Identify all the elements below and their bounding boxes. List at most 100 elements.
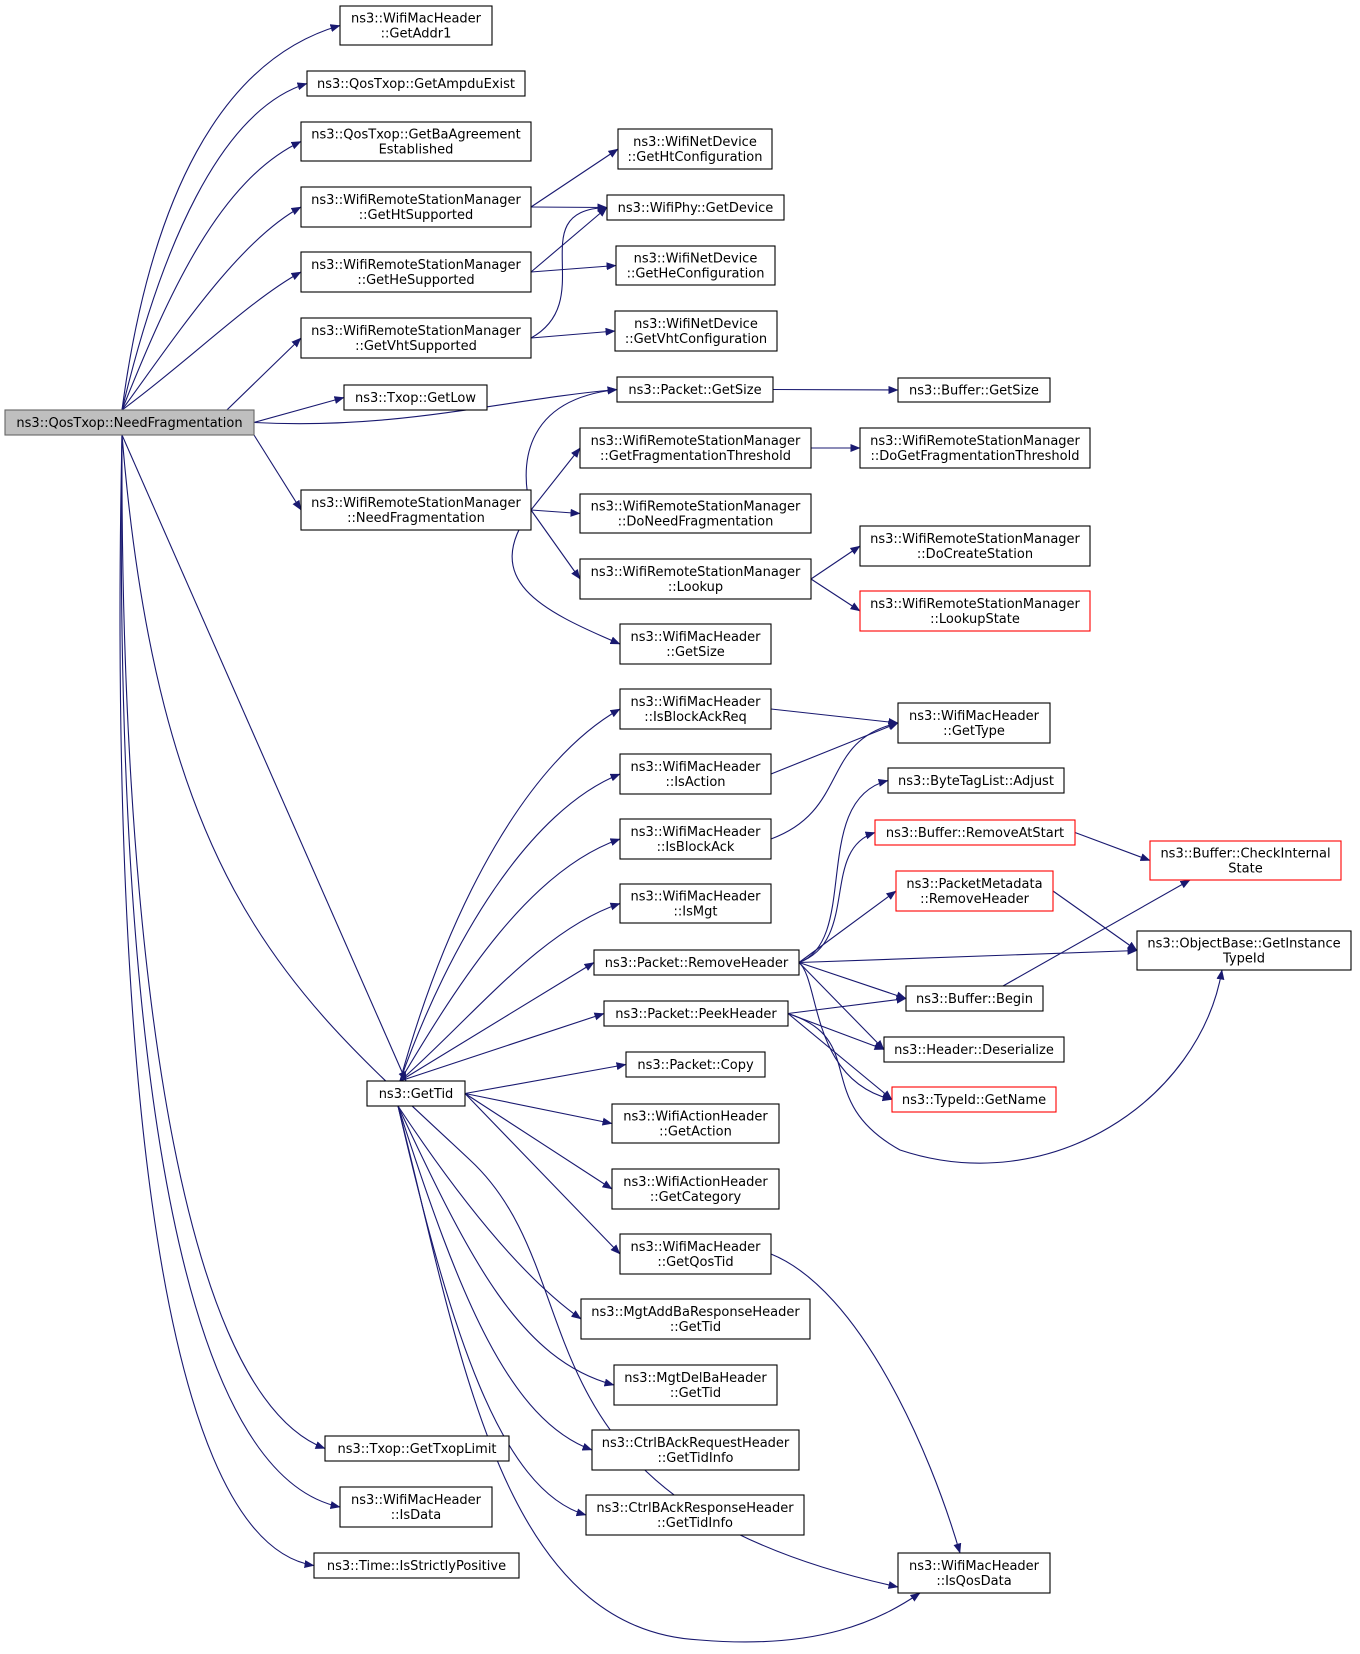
node-label: TypeId bbox=[1222, 952, 1265, 967]
edge-root-to-txoplimit bbox=[121, 434, 326, 1450]
node-box bbox=[617, 128, 773, 170]
node-label: ns3::Txop::GetLow bbox=[355, 391, 476, 406]
node-strictpos[interactable]: ns3::Time::IsStrictlyPositive bbox=[313, 1552, 520, 1579]
node-box bbox=[619, 1233, 772, 1275]
node-label: ns3::Header::Deserialize bbox=[894, 1043, 1054, 1058]
node-label: ns3::ByteTagList::Adjust bbox=[898, 774, 1054, 789]
node-box bbox=[859, 525, 1091, 567]
node-box bbox=[895, 870, 1054, 912]
node-label: ::GetVhtSupported bbox=[355, 339, 477, 354]
node-label: ns3::WifiActionHeader bbox=[623, 1175, 768, 1190]
node-box bbox=[579, 493, 812, 534]
node-machdrsize[interactable]: ns3::WifiMacHeader::GetSize bbox=[619, 623, 772, 665]
node-phydev[interactable]: ns3::WifiPhy::GetDevice bbox=[606, 194, 785, 221]
node-label: ns3::WifiRemoteStationManager bbox=[591, 565, 801, 580]
node-label: Established bbox=[379, 143, 454, 158]
node-rsmneedfrag[interactable]: ns3::WifiRemoteStationManager::NeedFragm… bbox=[300, 489, 532, 531]
node-bufbegin[interactable]: ns3::Buffer::Begin bbox=[905, 985, 1044, 1012]
node-heconf[interactable]: ns3::WifiNetDevice::GetHeConfiguration bbox=[615, 245, 776, 286]
edge-hesup-to-phydev bbox=[530, 207, 608, 273]
node-addbatid[interactable]: ns3::MgtAddBaResponseHeader::GetTid bbox=[580, 1298, 811, 1340]
node-label: ::DoGetFragmentationThreshold bbox=[871, 449, 1080, 464]
node-box bbox=[593, 949, 800, 976]
node-txoplimit[interactable]: ns3::Txop::GetTxopLimit bbox=[324, 1435, 510, 1462]
node-gettype[interactable]: ns3::WifiMacHeader::GetType bbox=[897, 702, 1051, 744]
node-getname[interactable]: ns3::TypeId::GetName bbox=[891, 1086, 1057, 1113]
node-getaction[interactable]: ns3::WifiActionHeader::GetAction bbox=[611, 1103, 780, 1144]
node-htconf[interactable]: ns3::WifiNetDevice::GetHtConfiguration bbox=[617, 128, 773, 170]
node-getaddr1[interactable]: ns3::WifiMacHeader::GetAddr1 bbox=[339, 5, 493, 46]
node-box bbox=[606, 194, 785, 221]
edge-pktremovehdr-to-getname bbox=[798, 962, 893, 1102]
node-barreqtid[interactable]: ns3::CtrlBAckRequestHeader::GetTidInfo bbox=[591, 1429, 800, 1471]
edge-isbar-to-gettype bbox=[770, 708, 899, 726]
node-isaction[interactable]: ns3::WifiMacHeader::IsAction bbox=[619, 753, 772, 795]
node-hesup[interactable]: ns3::WifiRemoteStationManager::GetHeSupp… bbox=[300, 251, 532, 293]
node-box bbox=[625, 1051, 766, 1078]
node-box bbox=[4, 409, 255, 436]
node-box bbox=[905, 985, 1044, 1012]
node-getqostid[interactable]: ns3::WifiMacHeader::GetQosTid bbox=[619, 1233, 772, 1275]
edge-root-to-isdata bbox=[120, 434, 341, 1509]
node-label: ::GetHeSupported bbox=[357, 273, 474, 288]
node-pktcopy[interactable]: ns3::Packet::Copy bbox=[625, 1051, 766, 1078]
node-removeatstart[interactable]: ns3::Buffer::RemoveAtStart bbox=[874, 819, 1076, 846]
node-getlow[interactable]: ns3::Txop::GetLow bbox=[343, 384, 488, 411]
node-label: ns3::WifiNetDevice bbox=[633, 135, 757, 150]
node-isqosdata[interactable]: ns3::WifiMacHeader::IsQosData bbox=[897, 1552, 1051, 1594]
node-barresptid[interactable]: ns3::CtrlBAckResponseHeader::GetTidInfo bbox=[585, 1494, 805, 1536]
node-delbatid[interactable]: ns3::MgtDelBaHeader::GetTid bbox=[613, 1364, 778, 1406]
node-deserialize[interactable]: ns3::Header::Deserialize bbox=[883, 1036, 1065, 1063]
edge-root-to-hesup bbox=[121, 271, 302, 411]
edge-root-to-baagree bbox=[121, 141, 302, 411]
node-label: ns3::QosTxop::NeedFragmentation bbox=[16, 416, 242, 431]
node-label: ns3::Buffer::Begin bbox=[916, 992, 1033, 1007]
node-htsup[interactable]: ns3::WifiRemoteStationManager::GetHtSupp… bbox=[300, 186, 532, 228]
node-box bbox=[585, 1494, 805, 1536]
node-box bbox=[313, 1552, 520, 1579]
node-box bbox=[343, 384, 488, 411]
node-doneedfrag[interactable]: ns3::WifiRemoteStationManager::DoNeedFra… bbox=[579, 493, 812, 534]
node-pktremovehdr[interactable]: ns3::Packet::RemoveHeader bbox=[593, 949, 800, 976]
node-peekhdr[interactable]: ns3::Packet::PeekHeader bbox=[603, 1000, 789, 1027]
node-isdata[interactable]: ns3::WifiMacHeader::IsData bbox=[339, 1486, 493, 1528]
node-vhtsup[interactable]: ns3::WifiRemoteStationManager::GetVhtSup… bbox=[300, 317, 532, 359]
node-box bbox=[614, 310, 778, 352]
node-label: ::GetHeConfiguration bbox=[627, 267, 765, 282]
node-root[interactable]: ns3::QosTxop::NeedFragmentation bbox=[4, 409, 255, 436]
edge-gettid-to-pktcopy bbox=[464, 1062, 627, 1095]
node-gettid[interactable]: ns3::GetTid bbox=[366, 1080, 466, 1107]
node-adjust[interactable]: ns3::ByteTagList::Adjust bbox=[887, 767, 1065, 794]
node-label: ns3::WifiActionHeader bbox=[623, 1110, 768, 1125]
edge-pmremovehdr-to-getinstance bbox=[1052, 890, 1138, 951]
node-label: ns3::WifiRemoteStationManager bbox=[311, 496, 521, 511]
node-pktsize[interactable]: ns3::Packet::GetSize bbox=[616, 376, 774, 403]
edge-htsup-to-htconf bbox=[530, 148, 619, 208]
node-vhtconf[interactable]: ns3::WifiNetDevice::GetVhtConfiguration bbox=[614, 310, 778, 352]
node-ampdu[interactable]: ns3::QosTxop::GetAmpduExist bbox=[306, 70, 526, 97]
node-box bbox=[1149, 840, 1342, 881]
node-lookupstate[interactable]: ns3::WifiRemoteStationManager::LookupSta… bbox=[859, 590, 1091, 632]
node-isback[interactable]: ns3::WifiMacHeader::IsBlockAck bbox=[619, 818, 772, 860]
node-label: ::GetTidInfo bbox=[657, 1516, 733, 1531]
node-fragthr[interactable]: ns3::WifiRemoteStationManager::GetFragme… bbox=[579, 427, 812, 469]
node-label: ns3::WifiMacHeader bbox=[630, 630, 761, 645]
node-box bbox=[366, 1080, 466, 1107]
node-dofragthr[interactable]: ns3::WifiRemoteStationManager::DoGetFrag… bbox=[859, 427, 1091, 469]
node-lookup[interactable]: ns3::WifiRemoteStationManager::Lookup bbox=[579, 558, 812, 600]
node-bufsize[interactable]: ns3::Buffer::GetSize bbox=[897, 377, 1051, 403]
node-label: ns3::WifiRemoteStationManager bbox=[870, 597, 1080, 612]
node-pmremovehdr[interactable]: ns3::PacketMetadata::RemoveHeader bbox=[895, 870, 1054, 912]
edge-pktremovehdr-to-pmremovehdr bbox=[798, 890, 897, 963]
node-ismgt[interactable]: ns3::WifiMacHeader::IsMgt bbox=[619, 883, 772, 924]
edge-getqostid-to-isqosdata bbox=[770, 1253, 962, 1554]
node-label: ns3::WifiMacHeader bbox=[630, 825, 761, 840]
node-isbar[interactable]: ns3::WifiMacHeader::IsBlockAckReq bbox=[619, 688, 772, 730]
node-label: ::GetTidInfo bbox=[658, 1451, 734, 1466]
node-getcategory[interactable]: ns3::WifiActionHeader::GetCategory bbox=[611, 1168, 780, 1210]
node-docreate[interactable]: ns3::WifiRemoteStationManager::DoCreateS… bbox=[859, 525, 1091, 567]
